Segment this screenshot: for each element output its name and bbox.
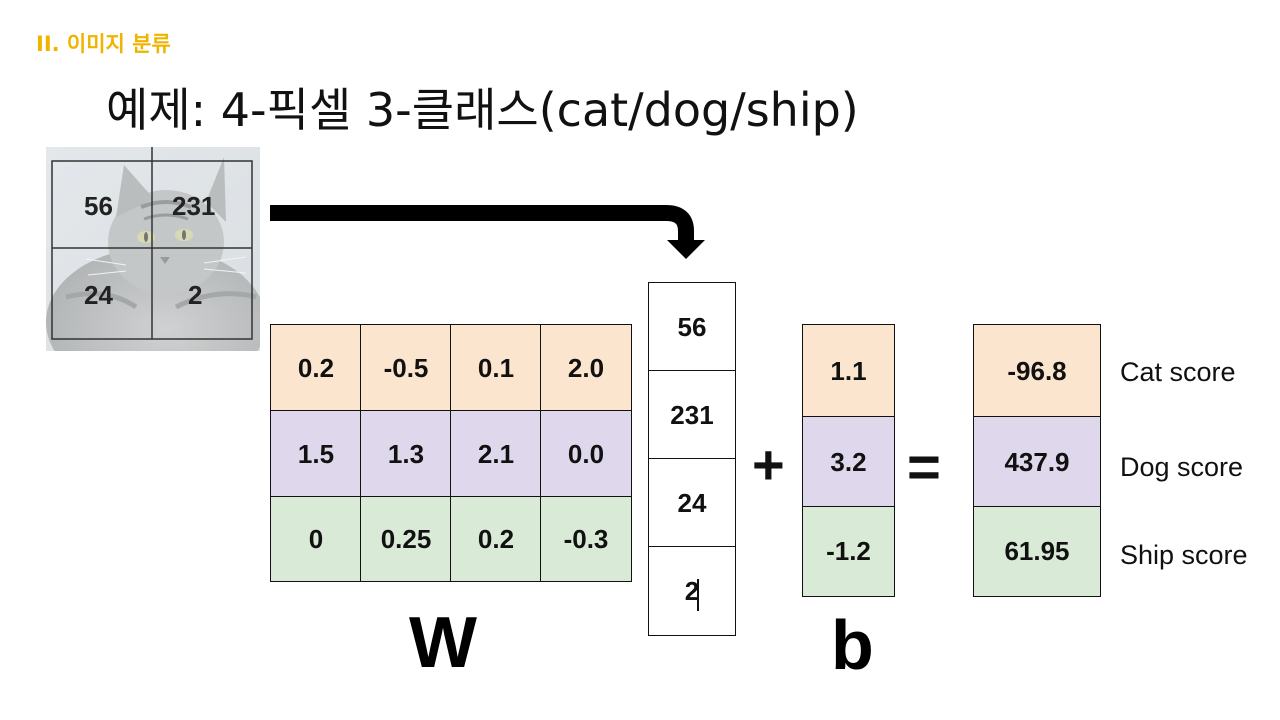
section-label: II. 이미지 분류 <box>36 32 171 56</box>
score-cell-dog: 437.9 <box>973 416 1101 508</box>
cat-image: 56 231 24 2 <box>46 147 260 351</box>
bias-cell: 1.1 <box>802 324 895 418</box>
cat-photo-illustration <box>46 147 260 351</box>
weight-cell: 2.1 <box>450 410 542 498</box>
weight-cell: 0.0 <box>540 410 632 498</box>
score-cell-ship: 61.95 <box>973 506 1101 597</box>
pixel-value: 231 <box>172 191 216 221</box>
input-cell: 56 <box>648 282 736 372</box>
bias-cell: -1.2 <box>802 506 895 597</box>
pixel-value: 2 <box>188 280 203 310</box>
bias-vector-label: b <box>831 606 874 684</box>
input-cell: 231 <box>648 370 736 460</box>
bias-cell: 3.2 <box>802 416 895 508</box>
weight-cell: 0.2 <box>270 324 362 412</box>
slide-title: 예제: 4-픽셀 3-클래스(cat/dog/ship) <box>106 83 859 137</box>
input-cell: 24 <box>648 458 736 548</box>
weight-cell: 2.0 <box>540 324 632 412</box>
weight-cell: 0 <box>270 496 362 582</box>
weight-cell: -0.3 <box>540 496 632 582</box>
equals-sign: = <box>907 435 941 500</box>
weight-cell: 0.2 <box>450 496 542 582</box>
plus-sign: + <box>752 433 785 496</box>
weight-matrix-label: W <box>409 603 477 683</box>
cat-score-label: Cat score <box>1120 357 1236 387</box>
weight-cell: 1.3 <box>360 410 452 498</box>
pixel-value: 24 <box>84 280 113 310</box>
weight-cell: 0.1 <box>450 324 542 412</box>
ship-score-label: Ship score <box>1120 540 1248 570</box>
weight-cell: 0.25 <box>360 496 452 582</box>
weight-cell: -0.5 <box>360 324 452 412</box>
weight-cell: 1.5 <box>270 410 362 498</box>
flow-arrow-icon <box>270 205 705 259</box>
input-cell: 2 <box>648 546 736 636</box>
score-cell-cat: -96.8 <box>973 324 1101 418</box>
text-cursor <box>697 579 699 611</box>
pixel-value: 56 <box>84 191 113 221</box>
dog-score-label: Dog score <box>1120 452 1244 482</box>
